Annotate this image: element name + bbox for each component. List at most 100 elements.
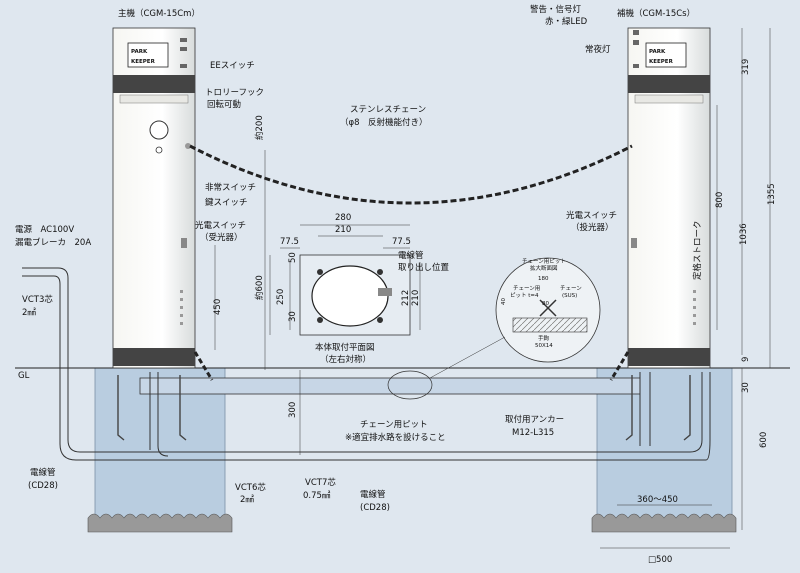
stroke-label: 定格ストローク [692, 220, 703, 280]
conduit-a [22, 267, 703, 453]
conduit-b [22, 275, 711, 461]
detail-grip-size: 50X14 [535, 343, 553, 349]
anchors [117, 375, 691, 441]
conduit-left-label: 電線管 [30, 467, 56, 478]
anchor-label: 取付用アンカー [505, 414, 564, 425]
sub-post-band-top [628, 75, 710, 93]
detail-80: 80 [542, 301, 549, 307]
conduit-outlet-sub: 取り出し位置 [398, 262, 450, 273]
plan-conduit-outlet [378, 288, 392, 296]
pit-detail-labels: チェーン用ピット 拡大断面図 180 チェーン用 ピット t=4 チェーン (S… [501, 258, 582, 349]
dim-212: 212 [401, 290, 411, 306]
trolley-hook-label: トロリーフック [205, 88, 264, 98]
detail-chain-label2: チェーン [560, 285, 582, 292]
sub-post: PARK KEEPER [627, 27, 711, 369]
sub-unit-title: 補機（CGM-15Cs） [617, 8, 695, 19]
detail-title: チェーン用ピット [522, 258, 566, 265]
dim-50: 50 [288, 252, 298, 263]
labels: 主機（CGM-15Cm） 補機（CGM-15Cs） 警告・信号灯 赤・緑LED … [15, 4, 703, 513]
rotatable-label: 回転可動 [207, 99, 241, 110]
right-gravel [591, 513, 737, 533]
trolley-hook-icon [185, 143, 191, 149]
plan-view-label: 本体取付平面図 [315, 342, 375, 353]
dim-319: 319 [741, 59, 751, 75]
dim-800: 800 [715, 192, 725, 208]
chain-right-drop [609, 351, 630, 381]
right-dimension-lines [214, 28, 771, 549]
conduit-left-size: (CD28) [28, 481, 58, 491]
conduits [22, 267, 711, 461]
main-logo-line2: KEEPER [131, 59, 156, 65]
sub-logo-line1: PARK [649, 49, 666, 55]
dim-1036: 1036 [739, 223, 749, 245]
dim-250: 250 [276, 289, 286, 305]
pit-detail [387, 257, 601, 400]
anchor-size: M12-L315 [512, 428, 554, 438]
drain-note: ※適宜排水路を設けること [345, 432, 446, 443]
main-logo-plate [127, 42, 169, 68]
key-switch-icon [155, 146, 163, 154]
ee-switch-icon [149, 120, 169, 140]
power-label-2: 漏電ブレーカ 20A [15, 237, 91, 248]
plan-view-sub: （左右対称） [320, 354, 371, 365]
warning-lamp-label: 警告・信号灯 [530, 4, 582, 15]
conduit-d [157, 372, 169, 457]
dim-500: □500 [648, 555, 672, 565]
sub-logo-plate [645, 42, 687, 68]
sub-vent-holes [693, 290, 696, 325]
main-vent-holes [180, 290, 183, 325]
emergency-switch-label: 非常スイッチ [205, 182, 256, 193]
dim-360-450: 360〜450 [637, 495, 678, 505]
warning-lamp-sub: 赤・緑LED [545, 16, 588, 27]
plan-body-outline [311, 265, 389, 327]
detail-chain-label: チェーン用 [513, 285, 540, 292]
detail-pit-label: ピット t=4 [510, 292, 539, 299]
ee-switch-label: EEスイッチ [210, 61, 255, 71]
dimension-values: 280 210 77.5 77.5 50 250 30 212 210 約600… [213, 59, 777, 565]
dim-600-right: 600 [759, 432, 769, 448]
detail-40: 40 [501, 298, 507, 305]
photo-switch-rx-sub: （受光器） [200, 232, 243, 243]
main-side-switches [180, 38, 187, 68]
vct3-label: VCT3芯 [22, 294, 53, 305]
sub-logo-line2: KEEPER [649, 59, 674, 65]
main-unit-title: 主機（CGM-15Cm） [118, 8, 200, 19]
dim-200: 約200 [254, 115, 265, 140]
dim-77-5-right: 77.5 [392, 237, 411, 247]
sub-side-lamps [633, 30, 639, 68]
ground [15, 367, 790, 533]
dim-600-plan: 約600 [254, 275, 265, 300]
night-lamp-label: 常夜灯 [585, 44, 611, 55]
main-post: PARK KEEPER [112, 27, 196, 369]
main-post-band-top [113, 75, 195, 93]
photo-switch-tx-sub: （投光器） [571, 222, 614, 233]
dim-1355: 1355 [767, 183, 777, 205]
dim-210-top: 210 [335, 225, 351, 235]
detail-grip: 手鉤 [538, 334, 550, 342]
vct7-size: 0.75㎟ [303, 491, 331, 501]
conduit-outlet-label: 電線管 [398, 250, 424, 261]
gl-label: GL [18, 371, 30, 381]
vct3-size: 2㎟ [22, 308, 36, 318]
chain-left-drop [193, 351, 214, 381]
dim-450: 450 [213, 299, 223, 315]
stainless-chain [189, 144, 633, 205]
left-gravel [87, 513, 233, 533]
dim-9: 9 [741, 357, 751, 362]
main-post-band-bottom [113, 348, 195, 366]
vct6-label: VCT6芯 [235, 482, 266, 493]
plan-view [269, 224, 421, 336]
stainless-chain-label: ステンレスチェーン [350, 105, 426, 115]
detail-title-sub: 拡大断面図 [530, 264, 558, 272]
dim-210-side: 210 [411, 290, 421, 306]
dim-300: 300 [288, 402, 298, 418]
chain-pit-channel [139, 377, 641, 395]
chain-pit-label: チェーン用ピット [360, 420, 428, 430]
stainless-chain-sub: （φ8 反射機能付き） [340, 117, 428, 128]
dim-77-5-left: 77.5 [280, 237, 299, 247]
sub-post-band-bottom [628, 348, 710, 366]
detail-180: 180 [538, 276, 549, 282]
detail-sus: (SUS) [562, 293, 577, 299]
conduit-mid-label: 電線管 [360, 489, 386, 500]
